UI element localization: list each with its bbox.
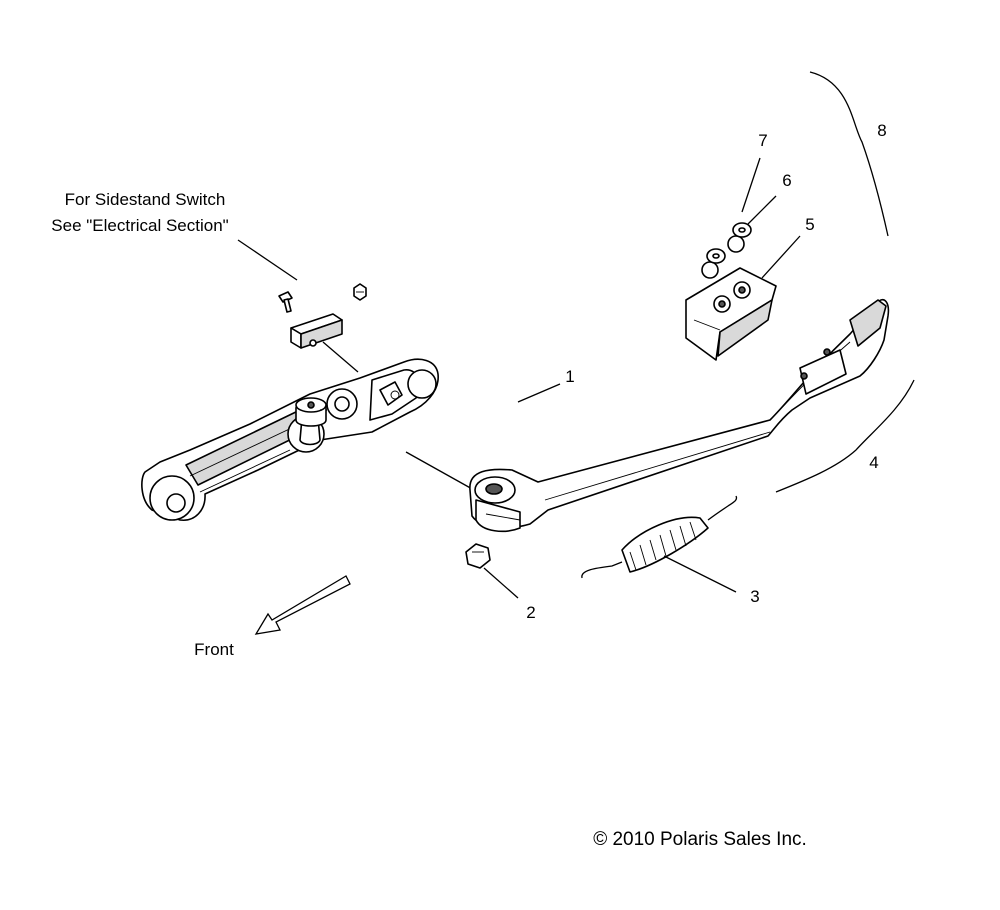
- direction-label: Front: [194, 640, 234, 659]
- callout-3-leader: [663, 555, 737, 593]
- callout-2-leader: [483, 567, 519, 599]
- frame-bracket: [141, 358, 439, 521]
- callout-1: 1: [565, 367, 574, 386]
- pad-washer-lower: [732, 222, 752, 238]
- pad-washer-upper: [706, 248, 726, 264]
- switch-screw: [278, 291, 293, 313]
- bracket-4: [775, 379, 915, 493]
- pivot-bolt: [295, 397, 327, 446]
- callout-3: 3: [750, 587, 759, 606]
- copyright-text: © 2010 Polaris Sales Inc.: [593, 829, 807, 850]
- switch-nut: [353, 283, 367, 301]
- callout-7-leader-line: [741, 157, 761, 213]
- note-line-1: For Sidestand Switch: [65, 190, 226, 209]
- note-leader-line: [237, 239, 298, 281]
- sidestand-switch: [290, 313, 343, 349]
- callout-6: 6: [782, 171, 791, 190]
- callout-7: 7: [758, 131, 767, 150]
- pivot-nut: [465, 543, 491, 569]
- switch-leader-line: [322, 341, 359, 373]
- callout-2: 2: [526, 603, 535, 622]
- return-spring: [581, 495, 738, 579]
- callout-4: 4: [869, 453, 878, 472]
- callout-6-leader: [747, 195, 777, 225]
- callout-5: 5: [805, 215, 814, 234]
- callout-5-leader: [761, 235, 801, 279]
- callout-8: 8: [877, 121, 886, 140]
- note-line-2: See "Electrical Section": [51, 216, 228, 235]
- pad-nut-upper: [701, 261, 719, 279]
- callout-1-leader-visible: [517, 383, 561, 403]
- pivot-axis-line: [405, 451, 475, 491]
- bracket-8: [809, 71, 889, 237]
- foot-pad: [685, 267, 777, 361]
- front-arrow-icon: [254, 575, 351, 635]
- kickstand-leg: [469, 298, 890, 533]
- pad-nut-lower: [727, 235, 745, 253]
